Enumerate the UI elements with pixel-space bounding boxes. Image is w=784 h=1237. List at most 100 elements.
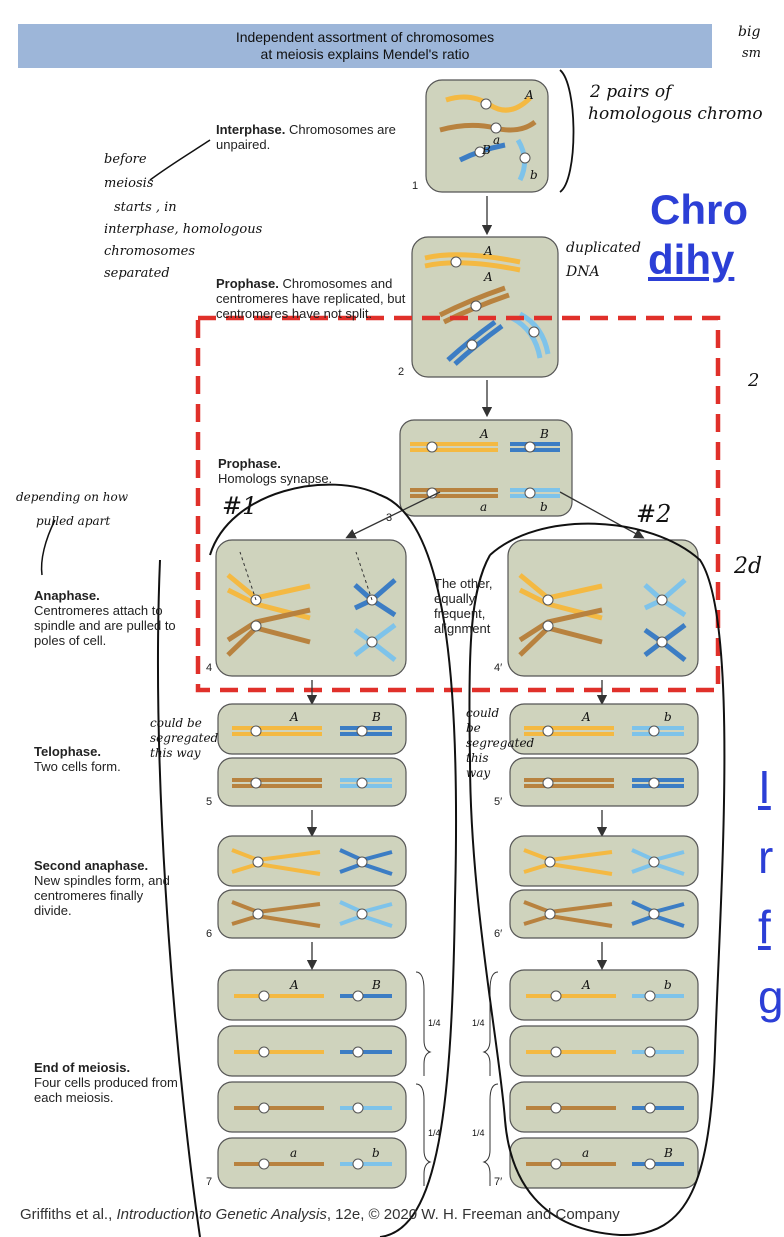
step-other-alignment: The other, equally frequent, alignment (434, 576, 508, 636)
cell-telophase-left (217, 703, 407, 807)
step-title: Prophase. (216, 276, 279, 291)
step-prophase-2: Prophase. Homologs synapse. (218, 456, 368, 486)
step-text: Four cells produced from each meiosis. (34, 1075, 178, 1105)
allele-label: B (540, 427, 549, 441)
allele-label: A (525, 88, 534, 102)
header-line-1: Independent assortment of chromosomes (235, 29, 495, 45)
step-number: 1 (412, 180, 419, 192)
handwriting: interphase, homologous (104, 222, 263, 237)
handwriting: could be segregated this way (466, 706, 535, 780)
handwriting: homologous chromo (588, 104, 763, 124)
handwriting: could be segregated this way (150, 716, 219, 760)
step-title: Anaphase. (34, 588, 100, 603)
cell-prophase-synapse (399, 419, 573, 517)
handwriting: #2 (636, 500, 672, 528)
caption-book: Introduction to Genetic Analysis (116, 1206, 327, 1223)
step-number: 4 (206, 662, 213, 674)
step-number: 7 (206, 1176, 213, 1188)
step-number: 2 (398, 366, 405, 378)
allele-label: a (480, 500, 488, 514)
allele-label: a (493, 133, 501, 147)
step-number: 7′ (494, 1176, 503, 1188)
allele-label: b (664, 978, 672, 992)
cell-telophase-right (509, 703, 699, 807)
caption-prefix: Griffiths et al., (20, 1206, 117, 1223)
allele-label: B (482, 143, 491, 157)
step-title: Interphase. (216, 122, 286, 137)
handwriting: meiosis (104, 176, 154, 191)
step-number: 5′ (494, 796, 503, 808)
caption-suffix: , 12e, © 2020 W. H. Freeman and Company (326, 1206, 620, 1223)
allele-label: a (582, 1146, 590, 1160)
step-number: 6′ (494, 928, 503, 940)
step-text: New spindles form, and centromeres final… (34, 873, 170, 918)
fraction-label: 1/4 (428, 1018, 441, 1028)
step-text: Two cells form. (34, 759, 121, 774)
slide-text-line-3: f (758, 901, 771, 953)
fraction-label: 1/4 (472, 1128, 485, 1138)
handwriting: DNA (566, 264, 600, 280)
allele-label: A (582, 978, 591, 992)
allele-label: A (484, 244, 493, 258)
cell-anaphase-right (507, 539, 699, 677)
handwriting: big (738, 24, 761, 40)
handwriting: 2d (734, 554, 763, 579)
figure-caption: Griffiths et al., Introduction to Geneti… (20, 1205, 640, 1224)
step-title: Prophase. (218, 456, 281, 471)
allele-label: B (372, 978, 381, 992)
step-number: 5 (206, 796, 213, 808)
handwriting: sm (742, 46, 761, 61)
step-title: End of meiosis. (34, 1060, 131, 1075)
step-text: Centromeres attach to spindle and are pu… (34, 603, 176, 648)
cells-end-right (509, 969, 699, 1189)
slide-title-line-1: Chro (650, 186, 748, 233)
slide-text-line-1: I (758, 761, 771, 813)
cell-prophase-replicated (411, 236, 559, 378)
handwriting: depending on how (16, 490, 129, 504)
allele-label: b (540, 500, 548, 514)
handwriting: before (104, 152, 147, 167)
cell-second-anaphase-left (217, 835, 407, 939)
step-prophase-1: Prophase. Chromosomes and centromeres ha… (216, 276, 406, 321)
slide-title-line-2: dihy (648, 236, 735, 283)
step-number: 4′ (494, 662, 503, 674)
step-text: Chromosomes and centromeres have replica… (216, 276, 406, 321)
allele-label: b (372, 1146, 380, 1160)
step-text: Homologs synapse. (218, 471, 333, 486)
handwriting: starts , in (114, 200, 177, 215)
step-title: Telophase. (34, 744, 101, 759)
allele-label: b (530, 168, 538, 182)
step-second-anaphase: Second anaphase. New spindles form, and … (34, 858, 184, 918)
cell-second-anaphase-right (509, 835, 699, 939)
highlight-box (195, 315, 721, 693)
fraction-label: 1/4 (428, 1128, 441, 1138)
allele-label: A (290, 710, 299, 724)
handwriting: separated (104, 266, 170, 281)
figure-header: Independent assortment of chromosomes at… (18, 24, 712, 68)
step-interphase: Interphase. Chromosomes are unpaired. (216, 122, 406, 152)
allele-label: B (372, 710, 381, 724)
step-number: 6 (206, 928, 213, 940)
header-line-2: at meiosis explains Mendel's ratio (260, 46, 470, 62)
allele-label: A (480, 427, 489, 441)
step-text: Chromosomes are unpaired. (216, 122, 396, 152)
allele-label: A (290, 978, 299, 992)
cells-end-left (217, 969, 407, 1189)
step-telophase: Telophase. Two cells form. (34, 744, 184, 774)
slide-text-line-2: r (758, 831, 774, 883)
fraction-label: 1/4 (472, 1018, 485, 1028)
step-title: Second anaphase. (34, 858, 149, 873)
handwriting: chromosomes (104, 244, 196, 259)
cell-anaphase-left (215, 539, 407, 677)
cell-interphase (425, 79, 549, 193)
handwriting: 2 pairs of (590, 82, 672, 102)
allele-label: b (664, 710, 672, 724)
handwriting: 2 (748, 370, 760, 391)
allele-label: a (290, 1146, 298, 1160)
allele-label: B (664, 1146, 673, 1160)
allele-label: A (582, 710, 591, 724)
handwriting: #1 (222, 492, 258, 520)
slide-text-line-4: g (758, 971, 784, 1023)
handwriting: duplicated (566, 240, 641, 256)
